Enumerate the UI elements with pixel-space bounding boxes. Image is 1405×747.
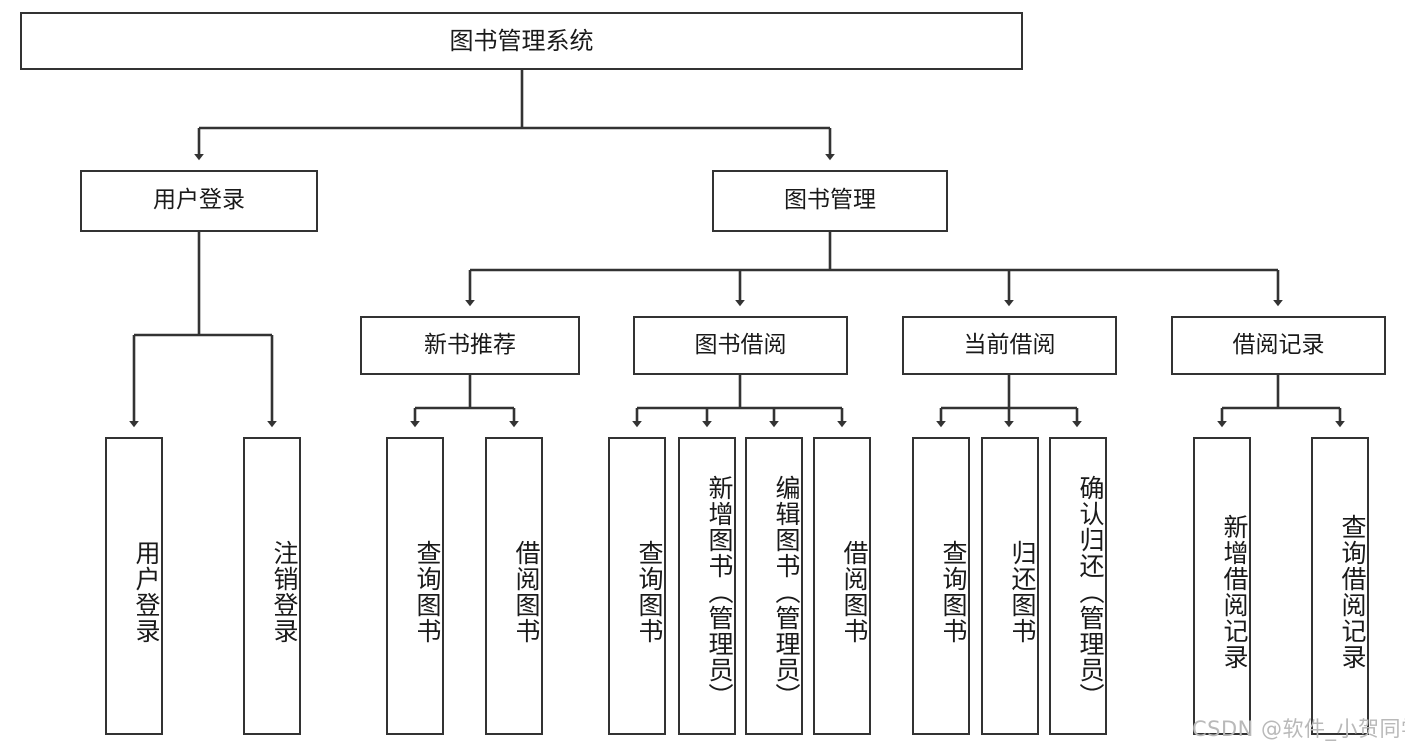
leaf-query-borrow-record[interactable]: 查询借阅记录	[1311, 437, 1369, 735]
node-label: 新增图书（管理员）	[705, 475, 734, 709]
leaf-logout[interactable]: 注销登录	[243, 437, 301, 735]
leaf-borrow-book-recommend[interactable]: 借阅图书	[485, 437, 543, 735]
node-label: 注销登录	[270, 540, 299, 644]
node-new-book-recommend[interactable]: 新书推荐	[360, 316, 580, 375]
node-label: 借阅图书	[840, 540, 869, 644]
node-current-borrow[interactable]: 当前借阅	[902, 316, 1117, 375]
leaf-query-book-recommend[interactable]: 查询图书	[386, 437, 444, 735]
node-label: 归还图书	[1008, 540, 1037, 644]
node-label: 新书推荐	[424, 331, 516, 358]
node-label: 图书借阅	[694, 331, 787, 358]
node-label: 编辑图书（管理员）	[772, 475, 801, 709]
node-borrow-record[interactable]: 借阅记录	[1171, 316, 1386, 375]
node-label: 查询图书	[413, 540, 442, 644]
leaf-return-book[interactable]: 归还图书	[981, 437, 1039, 735]
node-book-borrow[interactable]: 图书借阅	[633, 316, 848, 375]
watermark-text: CSDN @软件_小贺同学	[1192, 717, 1405, 741]
node-label: 查询借阅记录	[1338, 514, 1367, 670]
leaf-edit-book-admin[interactable]: 编辑图书（管理员）	[745, 437, 803, 735]
node-book-management[interactable]: 图书管理	[712, 170, 948, 232]
node-label: 新增借阅记录	[1220, 514, 1249, 670]
node-root-system[interactable]: 图书管理系统	[20, 12, 1023, 70]
node-label: 图书管理	[784, 187, 876, 214]
node-label: 查询图书	[635, 540, 664, 644]
leaf-query-book-borrow[interactable]: 查询图书	[608, 437, 666, 735]
node-label: 借阅图书	[512, 540, 541, 644]
node-label: 当前借阅	[963, 331, 1056, 358]
node-label: 借阅记录	[1232, 331, 1325, 358]
node-user-login[interactable]: 用户登录	[80, 170, 318, 232]
leaf-add-borrow-record[interactable]: 新增借阅记录	[1193, 437, 1251, 735]
leaf-add-book-admin[interactable]: 新增图书（管理员）	[678, 437, 736, 735]
node-label: 确认归还（管理员）	[1076, 475, 1105, 709]
leaf-user-login[interactable]: 用户登录	[105, 437, 163, 735]
node-label: 用户登录	[132, 540, 161, 644]
node-label: 图书管理系统	[449, 26, 594, 55]
leaf-confirm-return-admin[interactable]: 确认归还（管理员）	[1049, 437, 1107, 735]
node-label: 查询图书	[939, 540, 968, 644]
leaf-query-book-current[interactable]: 查询图书	[912, 437, 970, 735]
leaf-borrow-book[interactable]: 借阅图书	[813, 437, 871, 735]
node-label: 用户登录	[153, 187, 245, 214]
